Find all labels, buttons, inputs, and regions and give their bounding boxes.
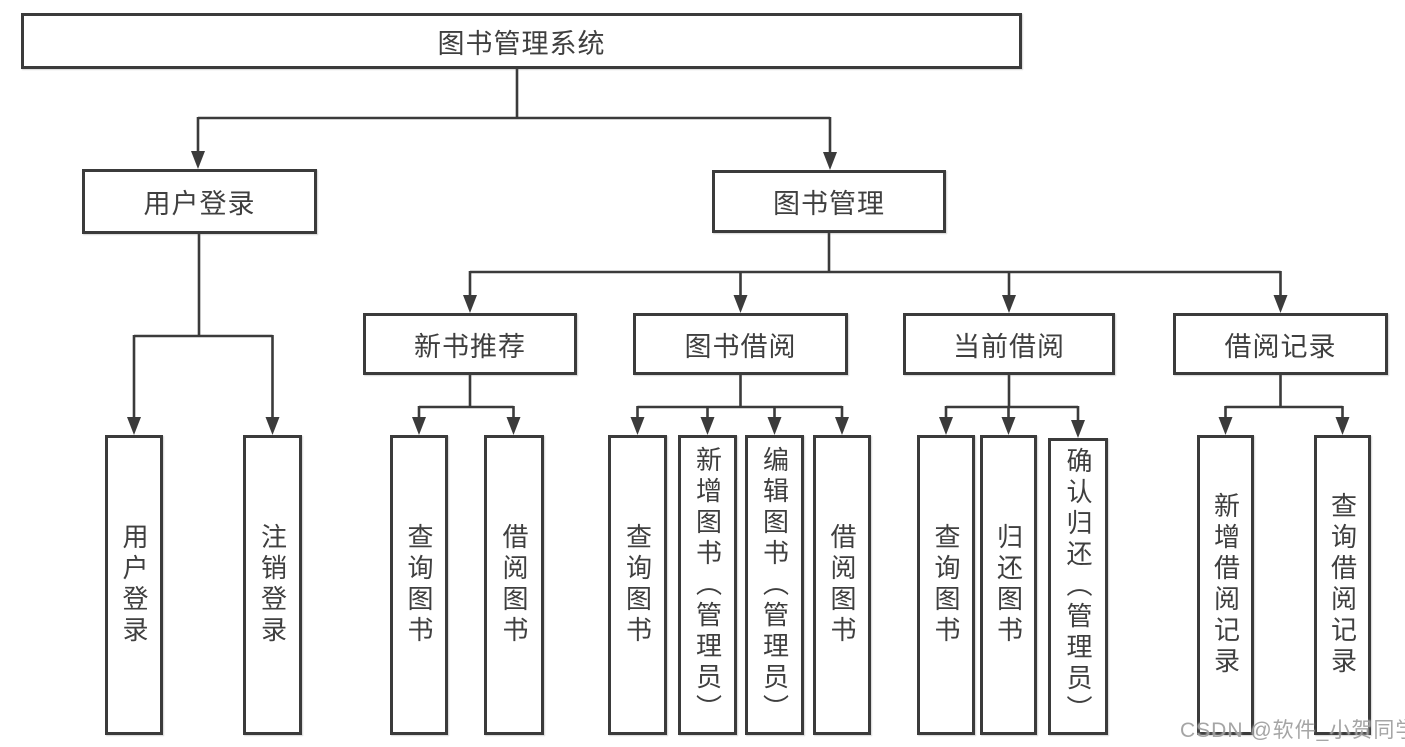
connector-book-mgmt-children bbox=[463, 233, 1288, 313]
csdn-watermark: CSDN @软件_小贺同学 bbox=[1180, 719, 1405, 742]
leaf-current-return-books: 归还图书 bbox=[980, 435, 1037, 735]
node-borrow-record: 借阅记录 bbox=[1173, 313, 1388, 375]
node-book-management: 图书管理 bbox=[712, 170, 946, 233]
node-user-login-group: 用户登录 bbox=[82, 169, 317, 234]
leaf-logout: 注销登录 bbox=[243, 435, 302, 735]
node-root-system: 图书管理系统 bbox=[21, 13, 1022, 69]
leaf-user-login: 用户登录 bbox=[105, 435, 163, 735]
node-current-borrow: 当前借阅 bbox=[903, 313, 1115, 375]
connector-borrow-record-children bbox=[1218, 375, 1350, 435]
node-book-borrow: 图书借阅 bbox=[633, 313, 848, 375]
leaf-borrow-add-books-admin: 新增图书（管理员） bbox=[678, 435, 737, 735]
connector-root-to-level2 bbox=[191, 68, 837, 170]
connector-book-borrow-children bbox=[630, 375, 849, 435]
leaf-record-add-borrow-record: 新增借阅记录 bbox=[1197, 435, 1254, 735]
leaf-borrow-query-books: 查询图书 bbox=[608, 435, 667, 735]
leaf-current-query-books: 查询图书 bbox=[917, 435, 975, 735]
connector-new-book-children bbox=[412, 375, 521, 435]
node-new-book-recommend: 新书推荐 bbox=[363, 313, 577, 375]
leaf-newbook-borrow-books: 借阅图书 bbox=[484, 435, 544, 735]
connector-user-login-children bbox=[127, 234, 280, 435]
leaf-borrow-borrow-books: 借阅图书 bbox=[813, 435, 871, 735]
leaf-borrow-edit-books-admin: 编辑图书（管理员） bbox=[745, 435, 804, 735]
connector-current-borrow-children bbox=[939, 375, 1085, 438]
leaf-current-confirm-return-admin: 确认归还（管理员） bbox=[1048, 438, 1108, 735]
leaf-newbook-query-books: 查询图书 bbox=[390, 435, 448, 735]
leaf-record-query-borrow-record: 查询借阅记录 bbox=[1314, 435, 1371, 735]
